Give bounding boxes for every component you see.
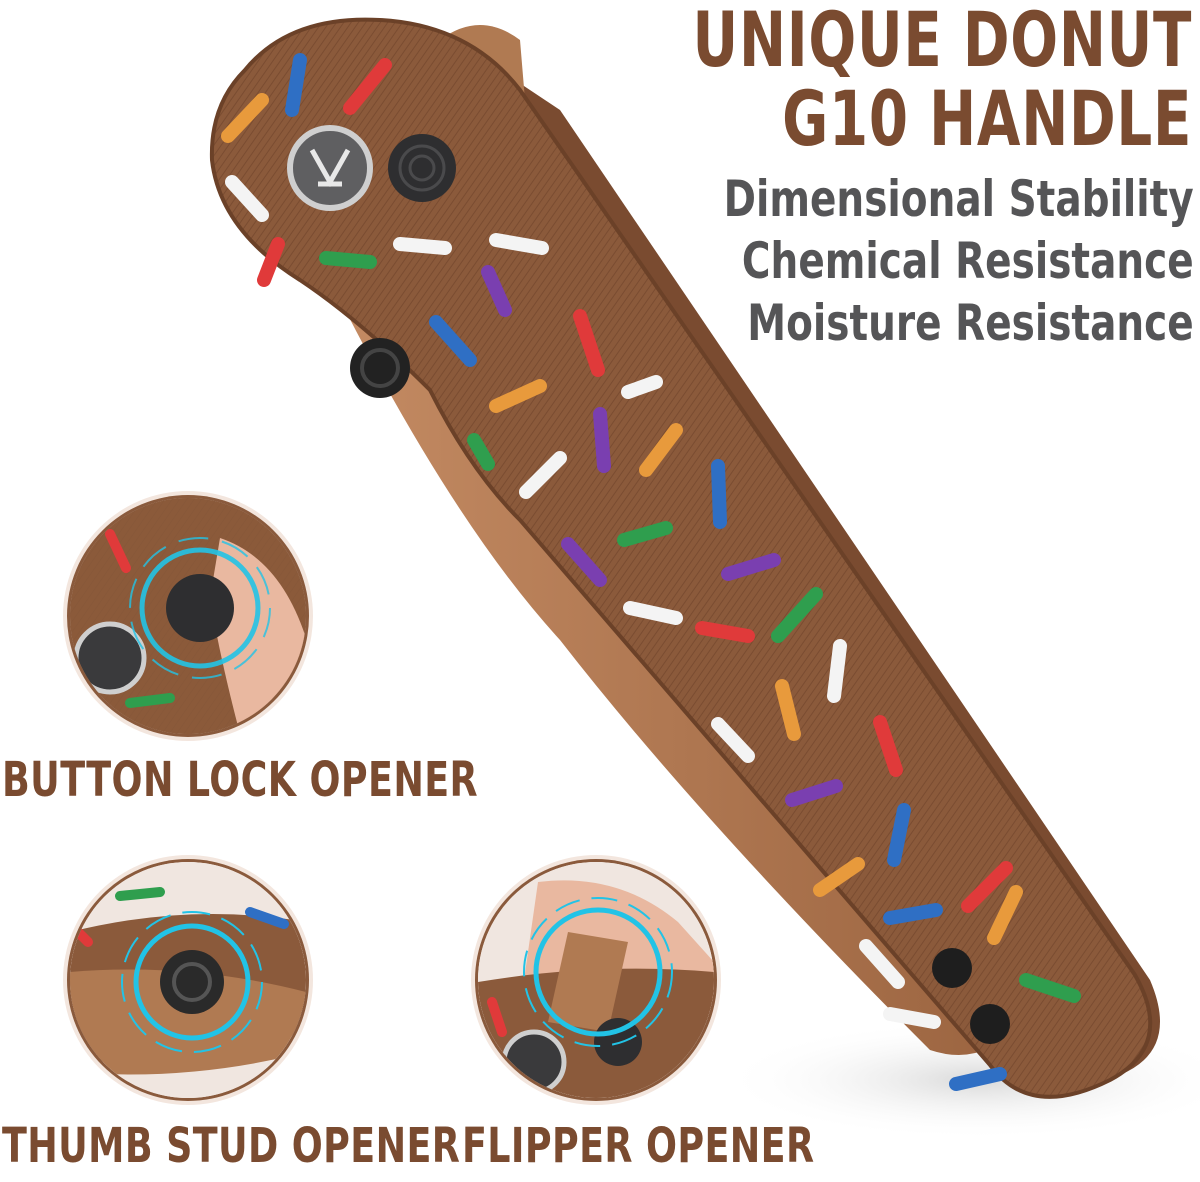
thumb-stud-inset xyxy=(70,862,306,1098)
caption-thumb-stud: THUMB STUD OPENER xyxy=(2,1118,461,1174)
donut-handle xyxy=(209,17,1153,1099)
headline: UNIQUE DONUT G10 HANDLE xyxy=(692,0,1192,158)
button-lock-icon xyxy=(388,134,456,202)
caption-button-lock: BUTTON LOCK OPENER xyxy=(2,752,479,808)
headline-line-2: G10 HANDLE xyxy=(781,74,1192,164)
thumb-stud-icon xyxy=(350,338,410,398)
knife-brand-logo-icon xyxy=(287,125,373,211)
sprinkles xyxy=(221,53,1081,1091)
feature-list: Dimensional Stability Chemical Resistanc… xyxy=(724,168,1194,354)
headline-line-1: UNIQUE DONUT xyxy=(692,0,1192,84)
feature-moisture-resistance: Moisture Resistance xyxy=(747,294,1194,352)
caption-flipper: FLIPPER OPENER xyxy=(462,1118,815,1174)
feature-dimensional-stability: Dimensional Stability xyxy=(723,170,1194,228)
feature-chemical-resistance: Chemical Resistance xyxy=(742,232,1194,290)
button-lock-inset xyxy=(70,498,306,734)
screw-icon xyxy=(932,948,1010,1044)
finger xyxy=(210,538,306,734)
flipper-inset xyxy=(478,862,714,1098)
